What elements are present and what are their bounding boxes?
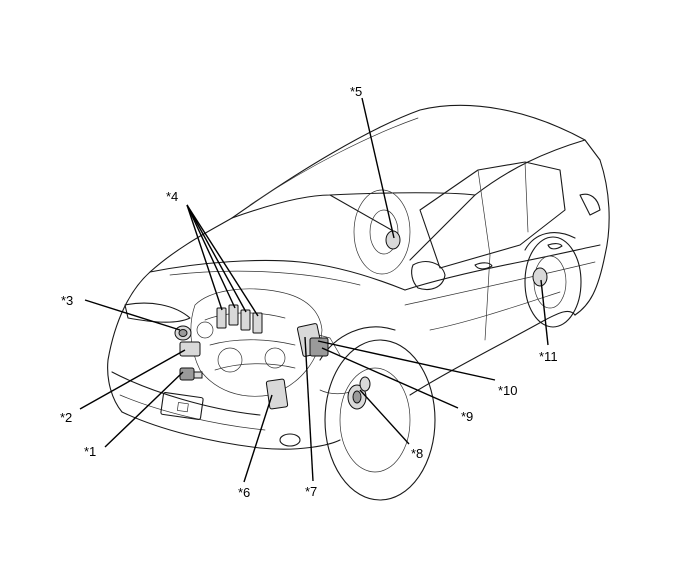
callout-7: *7 — [305, 484, 318, 499]
leader-line-1 — [104, 371, 184, 448]
leader-line-7 — [304, 336, 314, 482]
component-6 — [265, 378, 289, 410]
leader-line-11 — [540, 279, 549, 346]
component-11 — [532, 267, 548, 287]
component-3 — [174, 325, 192, 341]
callout-5: *5 — [350, 84, 363, 99]
leader-line-4a — [186, 204, 223, 311]
callout-4: *4 — [166, 189, 179, 204]
component-2 — [179, 341, 201, 357]
leader-line-8 — [359, 389, 410, 445]
leader-lines — [79, 97, 549, 483]
leader-line-3 — [84, 299, 181, 331]
component-9 — [359, 376, 371, 392]
component-1 — [179, 367, 203, 381]
leader-line-10 — [317, 340, 496, 381]
ignition-coils — [216, 304, 263, 334]
leader-line-4d — [186, 204, 259, 317]
leader-line-2 — [79, 349, 186, 410]
callout-2: *2 — [60, 410, 73, 425]
leader-line-5 — [361, 97, 395, 239]
car-body — [107, 104, 610, 501]
leader-line-9 — [321, 347, 459, 409]
leader-line-6 — [243, 394, 273, 483]
callout-6: *6 — [238, 485, 251, 500]
callout-8: *8 — [411, 446, 424, 461]
callout-11: *11 — [539, 349, 558, 364]
callout-10: *10 — [498, 383, 518, 398]
callout-9: *9 — [461, 409, 474, 424]
leader-line-4b — [186, 204, 236, 309]
leader-line-4c — [186, 204, 247, 313]
callout-1: *1 — [84, 444, 97, 459]
callout-3: *3 — [61, 293, 74, 308]
